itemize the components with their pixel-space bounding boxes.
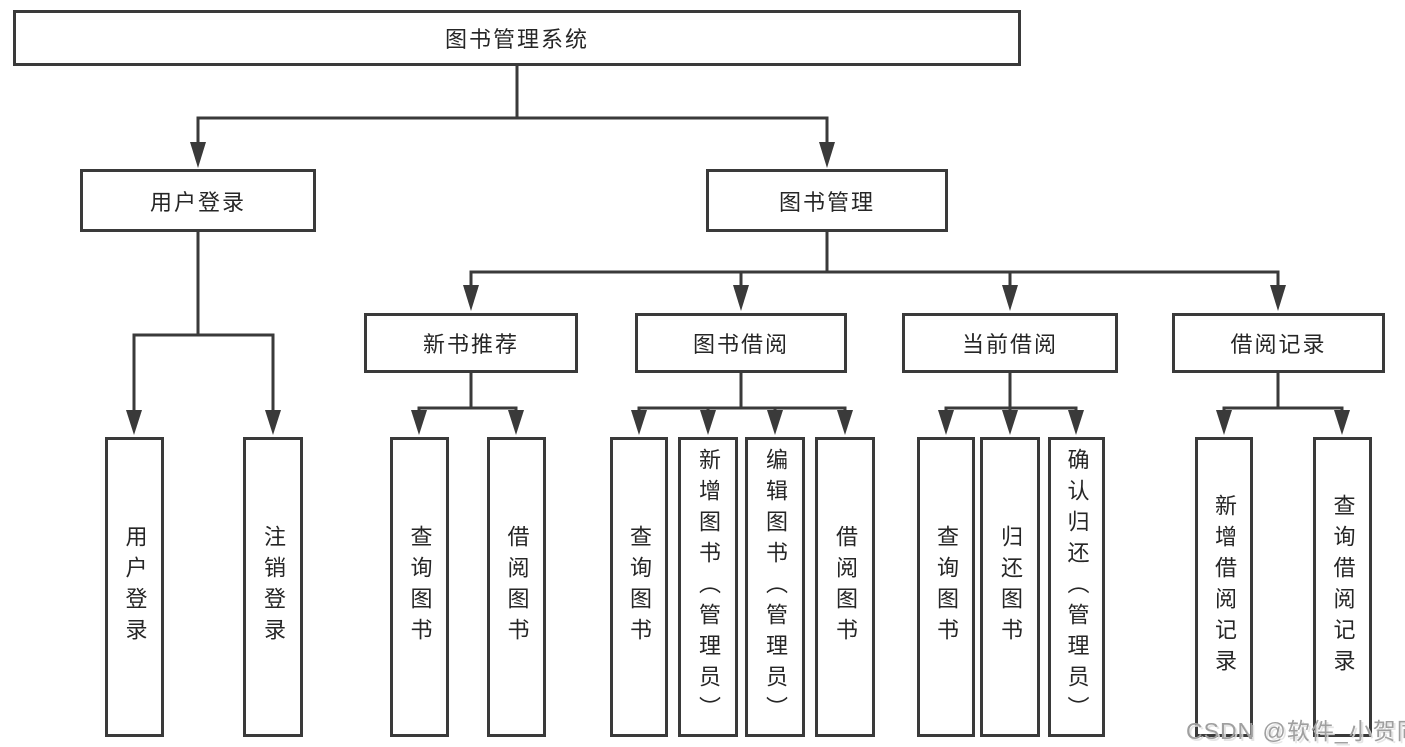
- node-leaf-edit-book-admin-label: 编辑图书（管理员）: [763, 447, 788, 727]
- node-leaf-query-book-recommend: 查询图书: [390, 437, 449, 737]
- node-book-management-label: 图书管理: [778, 189, 875, 215]
- node-system-label: 图书管理系统: [444, 27, 589, 52]
- node-leaf-edit-book-admin: 编辑图书（管理员）: [745, 437, 805, 737]
- node-leaf-confirm-return-admin-label: 确认归还（管理员）: [1064, 447, 1090, 727]
- node-current-borrow-label: 当前借阅: [961, 332, 1058, 357]
- node-leaf-query-book-current-label: 查询图书: [934, 525, 959, 649]
- node-leaf-query-borrow-record: 查询借阅记录: [1313, 437, 1372, 737]
- node-user-login: 用户登录: [80, 169, 316, 232]
- node-leaf-query-book-borrow: 查询图书: [610, 437, 668, 737]
- node-leaf-borrow-book-borrow: 借阅图书: [815, 437, 875, 737]
- node-leaf-user-login: 用户登录: [105, 437, 164, 737]
- node-leaf-return-book-label: 归还图书: [998, 525, 1023, 649]
- node-leaf-user-login-label: 用户登录: [122, 525, 148, 649]
- node-leaf-logout-label: 注销登录: [261, 525, 286, 649]
- node-leaf-borrow-book-recommend-label: 借阅图书: [504, 525, 530, 649]
- node-leaf-borrow-book-recommend: 借阅图书: [487, 437, 546, 737]
- node-borrow-records-label: 借阅记录: [1230, 332, 1327, 357]
- node-new-book-recommend-label: 新书推荐: [422, 332, 519, 357]
- arrowheads: [126, 142, 1350, 435]
- node-borrow-records: 借阅记录: [1172, 313, 1385, 373]
- node-leaf-add-book-admin-label: 新增图书（管理员）: [696, 447, 721, 727]
- node-leaf-add-book-admin: 新增图书（管理员）: [678, 437, 738, 737]
- node-book-borrow: 图书借阅: [635, 313, 847, 373]
- node-leaf-add-borrow-record-label: 新增借阅记录: [1212, 494, 1237, 680]
- node-leaf-return-book: 归还图书: [980, 437, 1040, 737]
- watermark-text: CSDN @软件_小贺同学: [1186, 718, 1405, 744]
- node-book-borrow-label: 图书借阅: [692, 332, 789, 357]
- node-leaf-add-borrow-record: 新增借阅记录: [1195, 437, 1253, 737]
- node-leaf-confirm-return-admin: 确认归还（管理员）: [1048, 437, 1105, 737]
- node-leaf-logout: 注销登录: [243, 437, 303, 737]
- node-leaf-query-book-current: 查询图书: [917, 437, 975, 737]
- node-leaf-query-book-borrow-label: 查询图书: [627, 525, 652, 649]
- node-leaf-query-book-recommend-label: 查询图书: [407, 525, 433, 649]
- node-user-login-label: 用户登录: [149, 189, 246, 215]
- node-book-management: 图书管理: [706, 169, 948, 232]
- node-system: 图书管理系统: [13, 10, 1021, 66]
- node-new-book-recommend: 新书推荐: [364, 313, 578, 373]
- node-current-borrow: 当前借阅: [902, 313, 1118, 373]
- node-leaf-query-borrow-record-label: 查询借阅记录: [1330, 494, 1356, 680]
- node-leaf-borrow-book-borrow-label: 借阅图书: [833, 525, 858, 649]
